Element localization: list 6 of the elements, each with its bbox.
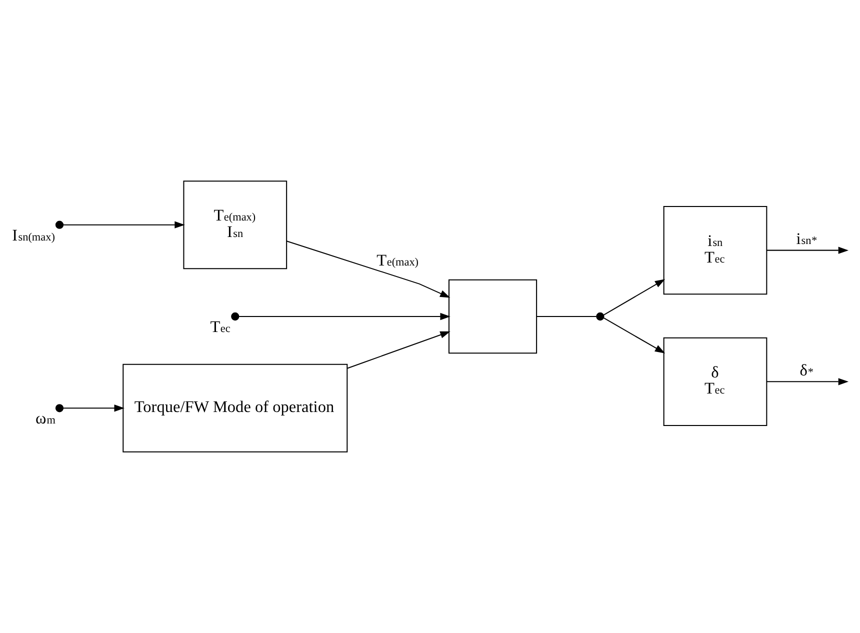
node-label: Isn(max) (12, 225, 55, 244)
edge-label: Te(max) (376, 250, 419, 270)
edge-label: isn* (796, 229, 818, 248)
edge-label: δ* (800, 360, 814, 380)
node-label: ωm (36, 408, 56, 428)
node-label: Tec (210, 317, 230, 336)
